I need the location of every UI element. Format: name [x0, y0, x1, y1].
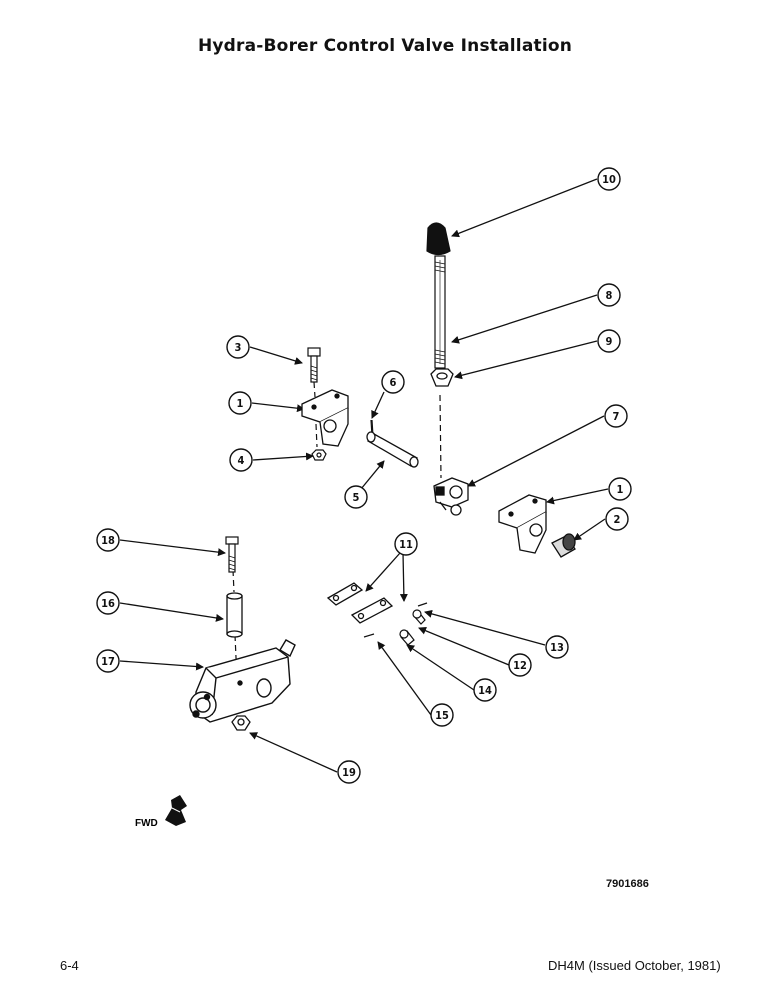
- callout-16: 16: [101, 597, 115, 610]
- callout-15: 15: [435, 709, 449, 722]
- nut-part-small: [311, 449, 327, 461]
- lever-socket-part: [433, 477, 469, 516]
- link-plates-part: [326, 582, 394, 624]
- spacer-tube-part: [226, 592, 243, 638]
- page-title: Hydra-Borer Control Valve Installation: [197, 36, 573, 56]
- callout-17: 17: [101, 655, 115, 668]
- page-number: 6-4: [60, 958, 79, 973]
- callout-14: 14: [478, 684, 492, 697]
- fwd-label: FWD: [135, 818, 158, 829]
- callout-3: 3: [235, 341, 242, 354]
- document-issue: DH4M (Issued October, 1981): [548, 958, 721, 973]
- nut-part: [430, 368, 454, 387]
- forward-arrow-icon: [165, 795, 187, 826]
- callout-7: 7: [613, 410, 620, 423]
- nut-part-lower: [231, 715, 251, 731]
- bolt-part-upper: [307, 347, 321, 383]
- callout-4: 4: [238, 454, 245, 467]
- drawing-number: 7901686: [606, 878, 649, 890]
- knob-part: [426, 222, 451, 256]
- callout-8: 8: [606, 289, 613, 302]
- callout-1-right: 1: [617, 483, 624, 496]
- callout-13: 13: [550, 641, 564, 654]
- bushing-part: [551, 533, 576, 558]
- callout-12: 12: [513, 659, 527, 672]
- callout-1-left: 1: [237, 397, 244, 410]
- long-bolt-part: [225, 536, 239, 573]
- bracket-part-right: [498, 494, 547, 554]
- control-valve-part: [189, 639, 296, 723]
- pivot-pin-part: [366, 431, 419, 468]
- callout-5: 5: [353, 491, 360, 504]
- callout-10: 10: [602, 173, 616, 186]
- callout-2: 2: [614, 513, 621, 526]
- callout-11: 11: [399, 538, 413, 551]
- bracket-part-left: [301, 389, 349, 447]
- callout-6: 6: [390, 376, 397, 389]
- lever-rod-part: [434, 255, 446, 369]
- callout-19: 19: [342, 766, 356, 779]
- small-pins-part: [363, 602, 428, 646]
- callout-9: 9: [606, 335, 613, 348]
- callout-18: 18: [101, 534, 115, 547]
